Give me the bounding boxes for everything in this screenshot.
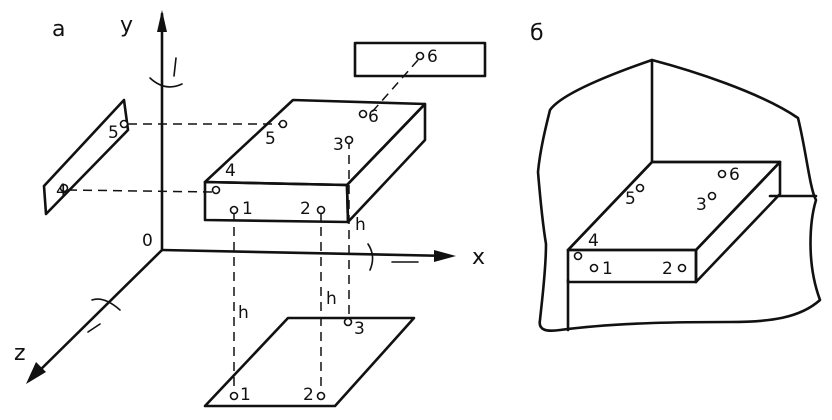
box-a-label-1: 1 [242,199,253,219]
axis-label-x: x [472,245,485,270]
box-b [566,160,782,284]
box-b-label-1: 1 [602,259,613,279]
box-b-top-face [566,160,782,252]
box-a-point-1 [229,205,239,215]
box-a-label-4: 4 [225,161,236,181]
box-a-point-5 [278,119,288,129]
background-outline [536,58,822,332]
box-a-label-2: 2 [300,199,311,219]
box-a-label-6: 6 [368,107,379,127]
height-label-1: h [238,303,249,323]
rotation-marks [87,57,419,333]
z-axis-arrow [26,362,46,384]
top-projection-point-6 [415,51,425,61]
top-projection-label-6: 6 [427,47,438,67]
bottom-projection-label-2: 2 [303,385,314,405]
box-a-point-4 [211,185,221,195]
box-b-label-2: 2 [662,259,673,279]
box-b-point-3 [707,191,717,201]
projector-4 [67,189,213,193]
axis-label-z: z [14,341,26,366]
box-b-label-4: 4 [588,231,599,251]
y-axis-arrow [157,10,167,32]
projector-6 [371,59,419,113]
side-projection-label-5: 5 [108,123,119,143]
bottom-projection-label-1: 1 [240,385,251,405]
rotation-arc-z [91,298,121,311]
axes [26,10,456,384]
box-b-point-5 [635,183,645,193]
box-a-side-face [345,102,427,224]
box-b-point-1 [589,263,599,273]
box-a [203,98,427,224]
box-b-point-4 [573,251,583,261]
origin-label: 0 [142,231,153,251]
rotation-tick-y [173,57,177,77]
z-axis [28,248,164,382]
box-a-point-2 [316,205,326,215]
top-projection-plane [353,41,487,78]
box-b-label-6: 6 [729,165,740,185]
rotation-arc-x [367,243,374,271]
box-a-front-face [203,180,350,224]
x-axis-arrow [434,250,456,262]
box-b-side-face [694,160,782,284]
box-a-label-5: 5 [265,129,276,149]
rotation-tick-z [87,323,101,333]
box-b-point-6 [717,169,727,179]
bottom-projection-label-3: 3 [354,319,365,339]
box-b-point-2 [677,263,687,273]
side-projection-point-4 [59,183,69,193]
box-b-label-5: 5 [625,189,636,209]
bottom-projection-point-3 [343,317,353,327]
bottom-projection-point-1 [229,391,239,401]
height-label-2: h [326,289,337,309]
bottom-projection-plane [203,316,416,408]
box-a-label-3: 3 [333,135,344,155]
panel-b-label: б [530,21,544,46]
side-projection-plane [42,98,130,216]
box-a-top-face [203,98,427,187]
side-projection-point-5 [119,119,129,129]
panel-a-label: а [52,17,65,42]
side-projection-label-4: 4 [56,181,67,201]
box-a-point-6 [358,109,368,119]
x-axis [160,248,452,258]
bottom-projection-point-2 [316,391,326,401]
axis-label-y: y [120,13,133,38]
box-a-point-3 [344,135,354,145]
height-label-3: h [355,215,366,235]
box-b-label-3: 3 [696,195,707,215]
rotation-arc-y [149,77,183,88]
box-b-front-face [566,248,698,284]
